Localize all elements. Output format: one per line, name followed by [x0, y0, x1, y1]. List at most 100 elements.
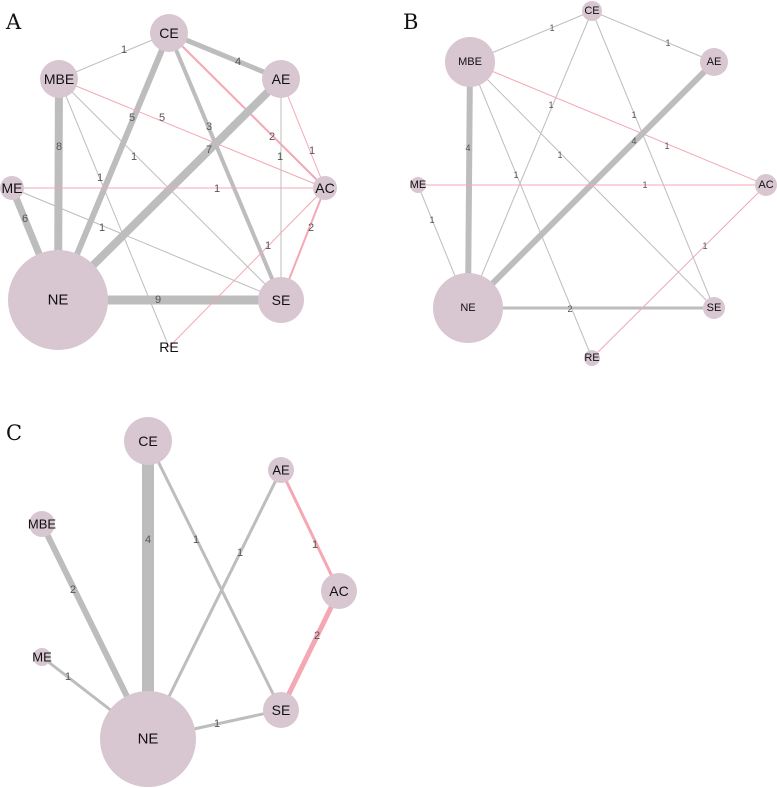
edge-re-ac [591, 184, 767, 359]
node-label-se: SE [272, 292, 291, 308]
edge-label-mbe-re: 1 [513, 170, 518, 180]
edge-label-re-ac: 1 [265, 240, 271, 252]
edge-ae-ne [146, 469, 283, 740]
edge-ce-ae [591, 10, 715, 63]
edge-label-mbe-re: 1 [97, 172, 103, 184]
node-ae [268, 457, 294, 483]
node-label-ae: AE [707, 56, 722, 68]
edge-label-ne-se: 2 [567, 304, 572, 314]
node-se [258, 277, 304, 323]
edge-label-ce-ne: 4 [145, 534, 151, 546]
edges: 4 1 1 1 2 1 1 2 [39, 440, 342, 741]
edge-label-se-ac: 2 [308, 222, 314, 234]
edge-ce-ne [467, 10, 593, 309]
panel-b-label: B [403, 10, 418, 34]
panel-a-label: A [5, 10, 22, 34]
node-label-ne: NE [48, 292, 69, 309]
node-label-ne: NE [138, 731, 159, 748]
edge-mbe-ac [469, 61, 767, 186]
edge-ce-se [167, 32, 283, 301]
edge-label-mbe-ce: 1 [121, 44, 127, 56]
node-label-me: ME [2, 180, 23, 196]
edge-label-ae-ne: 7 [206, 144, 212, 156]
node-label-re: RE [159, 339, 178, 355]
node-ac [321, 573, 357, 609]
node-label-re: RE [584, 352, 599, 364]
edge-label-ce-ne: 1 [548, 100, 553, 110]
node-ae [262, 60, 300, 98]
node-me [410, 177, 426, 193]
edge-label-me-ac: 1 [642, 180, 647, 190]
node-re [584, 350, 600, 366]
edge-label-mbe-ac: 1 [664, 141, 669, 151]
node-me [0, 176, 24, 200]
edge-ce-se [591, 10, 715, 309]
node-me [33, 648, 51, 666]
edge-label-me-ne: 1 [65, 671, 71, 683]
node-label-ac: AC [315, 180, 334, 196]
edge-label-ce-ae: 1 [665, 38, 670, 48]
node-label-mbe: MBE [28, 517, 57, 532]
edge-label-me-ne: 1 [429, 215, 434, 225]
node-label-ae: AE [272, 463, 290, 478]
node-label-se: SE [707, 302, 722, 314]
edge-ae-ac [279, 469, 341, 592]
node-ce [582, 1, 602, 21]
node-label-ac: AC [329, 583, 348, 599]
edge-label-ce-se: 1 [193, 534, 199, 546]
edge-label-mbe-ne: 8 [56, 141, 62, 153]
edge-ae-ac [280, 78, 326, 189]
node-mbe [40, 60, 78, 98]
edge-re-ac [168, 187, 326, 348]
node-ac [313, 176, 337, 200]
node-label-ce: CE [138, 433, 157, 449]
edge-se-ac [278, 589, 342, 712]
node-ne [433, 273, 503, 343]
edge-label-mbe-ac: 5 [159, 112, 165, 124]
node-label-ae: AE [272, 71, 291, 87]
node-ne [100, 691, 196, 787]
edge-label-me-ac: 1 [214, 183, 220, 195]
edge-label-ce-ne: 5 [129, 112, 135, 124]
edge-ce-ae [168, 30, 282, 82]
edge-label-mbe-ce: 1 [549, 23, 554, 33]
node-mbe [29, 511, 55, 537]
edge-label-me-ne: 6 [22, 213, 28, 225]
edge-me-se [11, 187, 282, 301]
node-label-ac: AC [758, 179, 773, 191]
edge-label-ae-ne: 4 [631, 136, 636, 146]
edge-ae-ne [55, 76, 284, 303]
panel-c-label: C [6, 421, 22, 445]
edge-label-mbe-ne: 2 [70, 584, 76, 596]
node-mbe [445, 37, 495, 87]
edge-label-mbe-se: 1 [131, 151, 137, 163]
node-label-se: SE [272, 702, 291, 718]
edge-label-ne-se: 9 [155, 294, 161, 306]
edge-label-re-ac: 1 [702, 241, 707, 251]
node-ne [8, 250, 108, 350]
node-label-ce: CE [584, 5, 599, 17]
node-label-mbe: MBE [458, 56, 482, 68]
node-label-ne: NE [460, 302, 475, 314]
edge-label-ce-se: 3 [206, 121, 212, 133]
node-label-mbe: MBE [44, 71, 74, 87]
node-se [703, 297, 725, 319]
edge-label-ae-ac: 1 [312, 539, 318, 551]
edge-label-ce-ae: 4 [235, 56, 241, 68]
edge-label-mbe-se: 1 [557, 150, 562, 160]
edge-label-ae-ne: 1 [237, 547, 243, 559]
edge-label-ne-se: 1 [214, 718, 220, 730]
edge-mbe-ce [58, 32, 170, 80]
edge-label-se-ac: 2 [314, 630, 320, 642]
edge-label-ce-ac: 2 [269, 131, 275, 143]
node-ac [755, 174, 777, 196]
edge-label-ce-se: 1 [631, 110, 636, 120]
edge-label-ae-se: 1 [277, 151, 283, 163]
